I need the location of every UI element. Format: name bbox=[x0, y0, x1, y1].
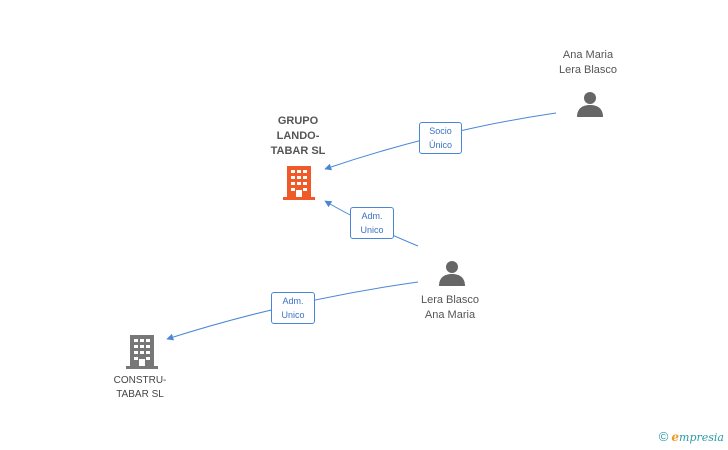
edge-label-socio-unico: Socio Único bbox=[419, 122, 462, 154]
person-name-lera-blasco-ana-maria[interactable]: Lera Blasco Ana Maria bbox=[420, 294, 480, 321]
edge-label-adm-unico: Adm. Unico bbox=[350, 207, 394, 239]
building-icon[interactable] bbox=[126, 335, 158, 369]
copyright-icon: © bbox=[658, 429, 669, 444]
building-icon[interactable] bbox=[283, 166, 315, 200]
company-name-grupo-lando-tabar[interactable]: GRUPO LANDO- TABAR SL bbox=[270, 115, 326, 157]
company-name-constru-tabar[interactable]: CONSTRU- TABAR SL bbox=[113, 375, 167, 400]
person-name-ana-maria-lera-blasco[interactable]: Ana Maria Lera Blasco bbox=[558, 49, 618, 76]
person-icon[interactable] bbox=[439, 261, 465, 286]
empresia-logo[interactable]: ©empresia bbox=[658, 429, 724, 444]
person-icon[interactable] bbox=[577, 92, 603, 117]
edge-label-adm-unico: Adm. Unico bbox=[271, 292, 315, 324]
